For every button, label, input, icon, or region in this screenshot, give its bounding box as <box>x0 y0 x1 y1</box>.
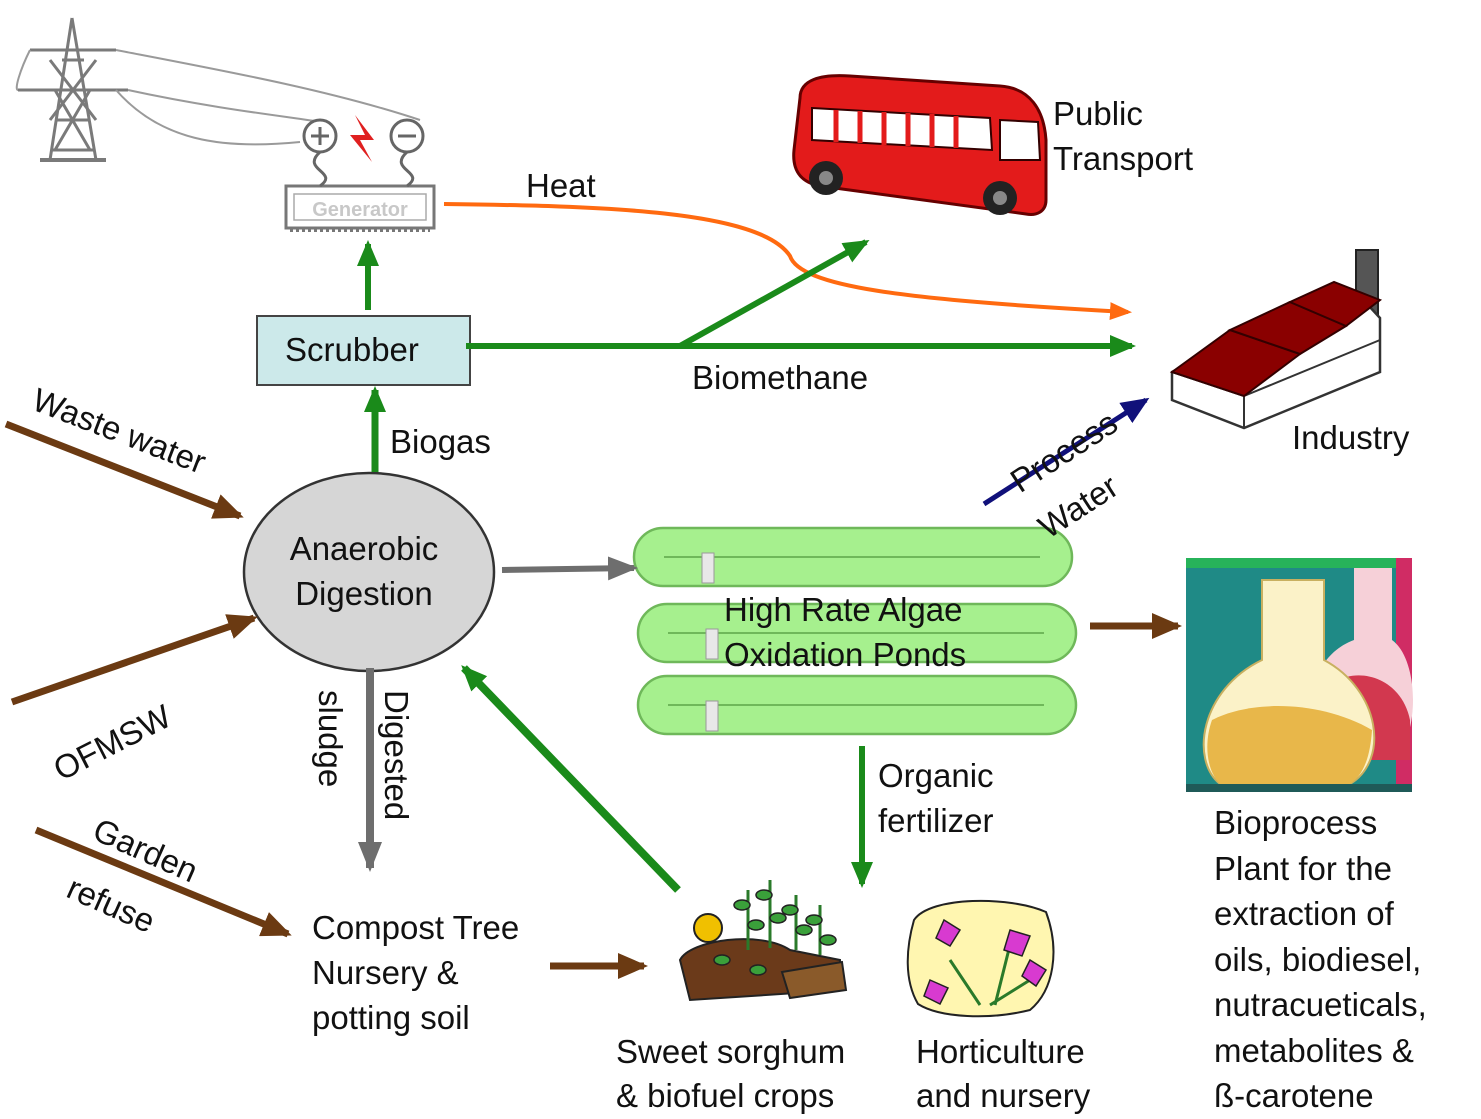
generator-label: Generator <box>312 199 408 221</box>
digester-to-ponds-arrow <box>501 556 638 581</box>
crops-icon <box>678 880 848 1002</box>
flask-icon <box>1186 558 1413 792</box>
power-pylon-icon <box>15 17 421 162</box>
bus-icon <box>792 74 1048 216</box>
horticulture-label: Horticulture and nursery <box>916 1033 1091 1114</box>
biomethane-label: Biomethane <box>692 359 869 396</box>
garden-refuse-arrow <box>34 826 292 938</box>
biogas-label: Biogas <box>390 423 491 460</box>
public-transport-label: Public Transport <box>1053 95 1193 177</box>
process-water-arrow <box>982 397 1150 507</box>
factory-icon <box>1169 249 1383 430</box>
scrubber-box <box>256 315 471 386</box>
generator-icon: Generator <box>284 115 436 232</box>
high-rate-ponds-label: High Rate Algae Oxidation Ponds <box>724 591 967 673</box>
waste-water-arrow <box>4 420 244 520</box>
sludge-label: sludge <box>312 690 349 788</box>
digested-label: Digested <box>378 690 415 821</box>
flowers-icon <box>906 899 1055 1018</box>
biomethane-to-transport-arrow <box>678 239 870 349</box>
compost-label: Compost Tree Nursery & potting soil <box>312 909 520 1036</box>
heat-flow-arrow <box>443 202 1132 321</box>
crops-to-digester-arrow <box>461 665 681 893</box>
heat-label: Heat <box>526 167 596 204</box>
bioprocess-label: Bioprocess Plant for the extraction of o… <box>1214 804 1427 1115</box>
organic-fertilizer-label: Organic fertilizer <box>878 757 994 839</box>
algae-ponds <box>632 526 1078 736</box>
scrubber-label: Scrubber <box>285 331 419 368</box>
anaerobic-digestion-label: Anaerobic Digestion <box>289 530 439 612</box>
industry-label: Industry <box>1292 419 1410 456</box>
ofmsw-arrow <box>10 614 258 706</box>
sorghum-label: Sweet sorghum & biofuel crops <box>616 1033 846 1114</box>
